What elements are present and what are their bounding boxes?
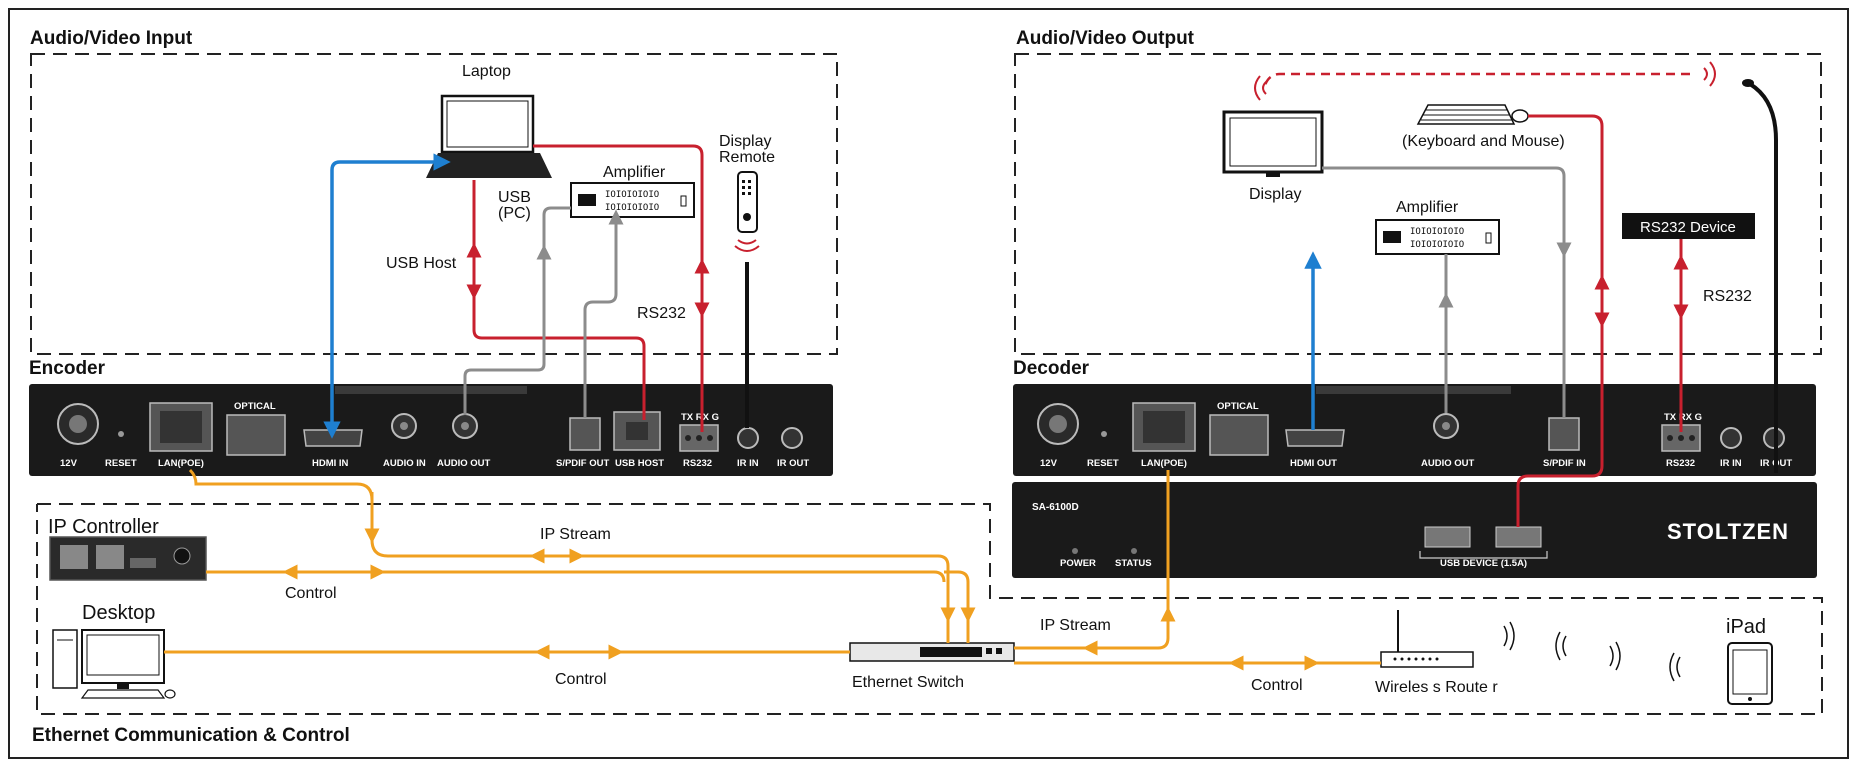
svg-text:IOIOIOIOIO: IOIOIOIOIO [605, 190, 659, 200]
svg-text:IOIOIOIOIO: IOIOIOIOIO [1410, 240, 1464, 250]
ethernet-switch-icon [849, 642, 1015, 662]
dec-reset-label: RESET [1087, 458, 1119, 469]
decoder-panel: 12V RESET LAN(POE) OPTICAL HDMI OUT AUDI… [1013, 384, 1816, 476]
audio-out-cable [463, 206, 571, 415]
usb-host-label: USB Host [386, 255, 457, 272]
display-label: Display [1249, 186, 1301, 203]
dec-ir-in-label: IR IN [1720, 458, 1742, 469]
input-amplifier-icon: IOIOIOIOIO IOIOIOIOIO [570, 182, 695, 218]
ip-controller-icon [49, 536, 207, 581]
ethernet-box [36, 503, 1823, 715]
ip-stream-top-label: IP Stream [540, 526, 611, 543]
laptop-icon [426, 94, 552, 178]
remote-icon [734, 171, 760, 252]
ipad-label: iPad [1726, 616, 1766, 638]
dec-hdmi-out-label: HDMI OUT [1290, 458, 1337, 469]
dec-spdif-in-label: S/PDIF IN [1543, 458, 1586, 469]
enc-rs232-label: RS232 [683, 458, 712, 469]
enc-usb-host-label: USB HOST [615, 458, 664, 469]
enc-audio-in-label: AUDIO IN [383, 458, 426, 469]
usb-device-label: USB DEVICE (1.5A) [1440, 558, 1527, 569]
dec-status-led-label: STATUS [1115, 558, 1152, 569]
encoder-title: Encoder [29, 358, 106, 379]
decoder-front: SA-6100D POWER STATUS USB DEVICE (1.5A) … [1012, 482, 1817, 578]
spdif-in-cable [1322, 166, 1566, 418]
enc-hdmi-in-label: HDMI IN [312, 458, 349, 469]
remote-label-1: Display [719, 133, 771, 150]
av-output-title: Audio/Video Output [1016, 28, 1195, 49]
wireless-signal-icon-1 [1703, 61, 1716, 87]
dec-power-label: 12V [1040, 458, 1058, 469]
wireless-signal-icon-2 [1254, 75, 1267, 101]
ip-stream-bottom-label: IP Stream [1040, 617, 1111, 634]
desktop-icon [52, 629, 176, 699]
remote-label-2: Remote [719, 149, 775, 166]
dec-optical-label: OPTICAL [1217, 401, 1259, 412]
wireless-router-label: Wireles s Route r [1375, 679, 1498, 696]
rs232-device-label: RS232 Device [1640, 219, 1736, 236]
enc-power-label: 12V [60, 458, 78, 469]
enc-optical-label: OPTICAL [234, 401, 276, 412]
svg-text:IOIOIOIOIO: IOIOIOIOIO [605, 203, 659, 213]
av-input-box [30, 53, 838, 355]
enc-rs232-top-label: TX RX G [681, 412, 719, 423]
keyboard-mouse-label: (Keyboard and Mouse) [1402, 133, 1565, 150]
enc-ir-in-label: IR IN [737, 458, 759, 469]
output-rs232-label: RS232 [1703, 288, 1752, 305]
wifi-waves-icon [1503, 621, 1681, 682]
dec-rs232-label: RS232 [1666, 458, 1695, 469]
encoder-panel: 12V RESET LAN(POE) OPTICAL HDMI IN AUDIO… [29, 384, 833, 476]
usb-pc-label-2: (PC) [498, 205, 531, 222]
svg-text:IOIOIOIOIO: IOIOIOIOIO [1410, 227, 1464, 237]
display-icon [1222, 110, 1324, 177]
usb-host-cable [472, 180, 646, 420]
spdif-out-cable [583, 209, 624, 418]
enc-reset-label: RESET [105, 458, 137, 469]
outer-frame [8, 8, 1849, 759]
rs232-device-box [1622, 213, 1755, 239]
av-input-title: Audio/Video Input [30, 28, 193, 49]
ipc-switch-link [944, 570, 970, 643]
enc-spdif-out-label: S/PDIF OUT [556, 458, 610, 469]
input-rs232-label: RS232 [637, 305, 686, 322]
decoder-lan-cable [1014, 470, 1170, 650]
input-amplifier-label: Amplifier [603, 164, 666, 181]
output-amplifier-icon: IOIOIOIOIO IOIOIOIOIO [1375, 219, 1500, 255]
ip-controller-cable [206, 570, 946, 583]
dec-audio-out-label: AUDIO OUT [1421, 458, 1475, 469]
ir-emitter-icon [1742, 79, 1778, 473]
control-desktop-label: Control [555, 671, 607, 688]
control-router-label: Control [1251, 677, 1303, 694]
wireless-router-icon [1380, 610, 1474, 668]
ip-controller-label: IP Controller [48, 516, 159, 538]
control-ipc-label: Control [285, 585, 337, 602]
av-output-box [1014, 53, 1822, 355]
laptop-label: Laptop [462, 63, 511, 80]
hdmi-in-cable [323, 153, 451, 439]
enc-lan-label: LAN(POE) [158, 458, 204, 469]
decoder-title: Decoder [1013, 358, 1090, 379]
keyboard-icon [1416, 104, 1516, 125]
mouse-icon [1511, 109, 1529, 123]
usb-pc-label-1: USB [498, 189, 531, 206]
ipad-icon [1727, 642, 1773, 705]
dec-power-led-label: POWER [1060, 558, 1096, 569]
ethernet-title: Ethernet Communication & Control [32, 725, 350, 746]
output-amplifier-label: Amplifier [1396, 199, 1459, 216]
enc-ir-out-label: IR OUT [777, 458, 809, 469]
ethernet-switch-label: Ethernet Switch [852, 674, 964, 691]
enc-audio-out-label: AUDIO OUT [437, 458, 491, 469]
dec-lan-label: LAN(POE) [1141, 458, 1187, 469]
dec-rs232-top-label: TX RX G [1664, 412, 1702, 423]
ir-wireless-link [1262, 72, 1690, 89]
desktop-label: Desktop [82, 602, 155, 624]
brand-logo: STOLTZEN [1667, 519, 1789, 544]
usb-device-cable [1516, 114, 1604, 527]
decoder-model: SA-6100D [1032, 502, 1079, 513]
rs232-in-cable [533, 144, 704, 432]
